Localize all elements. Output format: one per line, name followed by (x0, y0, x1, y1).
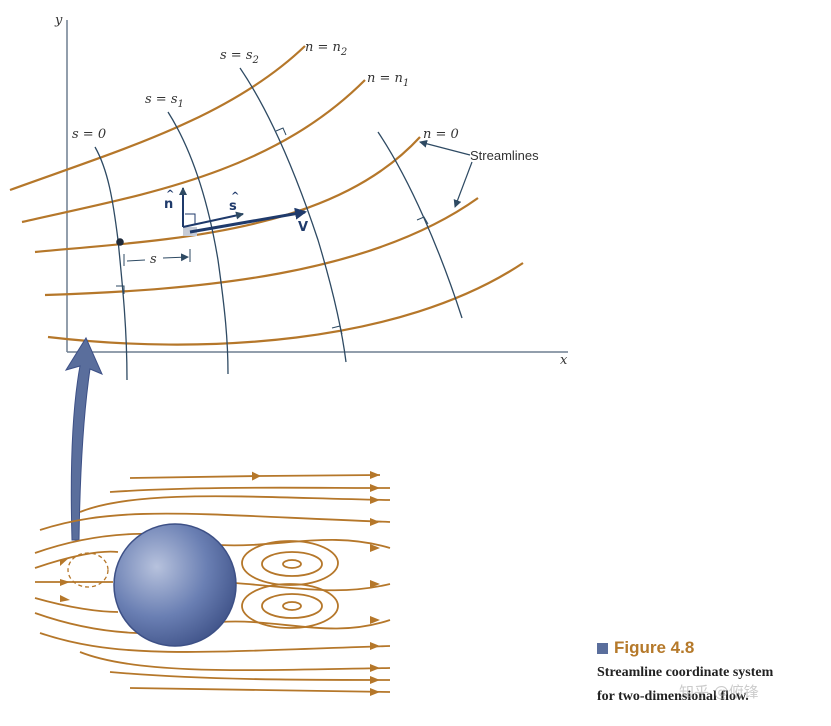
label-n2: n = n2 (305, 40, 347, 58)
s-line-0 (94, 146, 128, 381)
label-s0: s = 0 (72, 127, 106, 142)
zoom-region (67, 552, 109, 588)
streamlines (9, 45, 524, 346)
label-s2: s = s2 (220, 48, 259, 66)
streamline-n0 (34, 136, 421, 254)
v-label: V (298, 220, 308, 235)
s-lines (94, 67, 463, 381)
streamline-5 (47, 262, 524, 346)
s-line-3 (377, 131, 463, 319)
distance-s: s (123, 249, 191, 267)
s-hat-label: s (229, 199, 237, 214)
caption-line-1: Streamline coordinate system (597, 665, 774, 680)
distance-s-label: s (150, 252, 157, 267)
zoom-arrow (64, 336, 103, 541)
x-axis-label: x (560, 353, 568, 368)
label-n1: n = n1 (367, 71, 409, 89)
streamline-n1 (21, 79, 366, 224)
axes: y x (54, 13, 568, 368)
figure-caption: Figure 4.8 Streamline coordinate system … (597, 638, 829, 706)
label-streamlines: Streamlines (470, 148, 539, 163)
n-hat-caret: ^ (166, 189, 174, 200)
figure-bullet (597, 642, 608, 654)
velocity-arrow (189, 207, 307, 234)
cylinder (113, 523, 237, 647)
caption-line-2: for two-dimensional flow. (597, 689, 749, 704)
vector-right-angle (185, 213, 196, 224)
right-angle-markers (116, 127, 429, 335)
streamline-n2 (9, 45, 306, 192)
origin-point (116, 238, 124, 246)
flow-arrowheads (60, 471, 380, 696)
s-hat-caret: ^ (231, 191, 239, 202)
streamline-4 (44, 197, 479, 297)
streamlines-pointers (419, 139, 473, 208)
n-hat-label: n (164, 197, 173, 212)
s-hat-arrow (182, 211, 244, 228)
cylinder-flow (34, 471, 391, 693)
y-axis-label: y (54, 13, 63, 28)
label-s1: s = s1 (145, 92, 184, 110)
figure-label: Figure 4.8 (614, 638, 695, 657)
label-n0: n = 0 (423, 127, 459, 142)
line-labels: s = 0 s = s1 s = s2 n = n2 n = n1 n = 0 … (72, 40, 539, 163)
figure-number: Figure 4.8 (597, 638, 829, 658)
watermark: 知乎 @俯锋 (679, 683, 759, 701)
s-line-1 (167, 111, 229, 375)
